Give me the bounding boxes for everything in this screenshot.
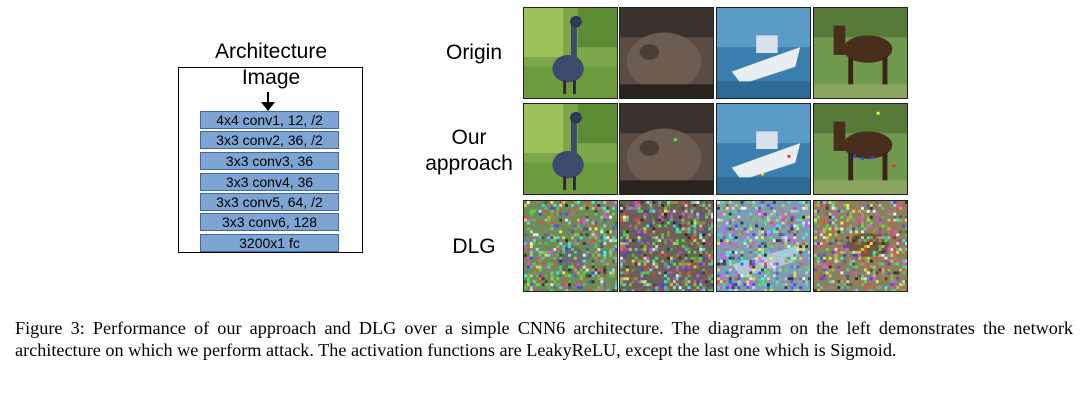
- image-ours-horse: [813, 103, 908, 195]
- figure-caption: Figure 3: Performance of our approach an…: [15, 318, 1073, 360]
- layer-conv2: 3x3 conv2, 36, /2: [200, 131, 339, 149]
- image-ours-cat: [619, 103, 714, 195]
- layer-conv4: 3x3 conv4, 36: [200, 173, 339, 191]
- image-ours-bird: [523, 103, 618, 195]
- row-label-our-approach: Our approach: [425, 126, 513, 175]
- architecture-input-label: Image: [241, 66, 301, 89]
- layer-conv6: 3x3 conv6, 128: [200, 213, 339, 231]
- architecture-title: Architecture: [214, 40, 328, 63]
- image-origin-bird: [523, 7, 618, 99]
- row-label-origin: Origin: [445, 41, 503, 64]
- layer-fc: 3200x1 fc: [200, 234, 339, 252]
- image-dlg-ship: [716, 200, 811, 292]
- image-dlg-bird: [523, 200, 618, 292]
- image-origin-ship: [716, 7, 811, 99]
- image-ours-ship: [716, 103, 811, 195]
- layer-conv3: 3x3 conv3, 36: [200, 152, 339, 170]
- layer-conv5: 3x3 conv5, 64, /2: [200, 193, 339, 211]
- row-label-dlg: DLG: [452, 235, 496, 258]
- image-dlg-horse: [813, 200, 908, 292]
- layer-conv1: 4x4 conv1, 12, /2: [200, 111, 339, 129]
- image-origin-horse: [813, 7, 908, 99]
- image-dlg-cat: [619, 200, 714, 292]
- down-arrow-icon: [261, 92, 275, 111]
- image-origin-cat: [619, 7, 714, 99]
